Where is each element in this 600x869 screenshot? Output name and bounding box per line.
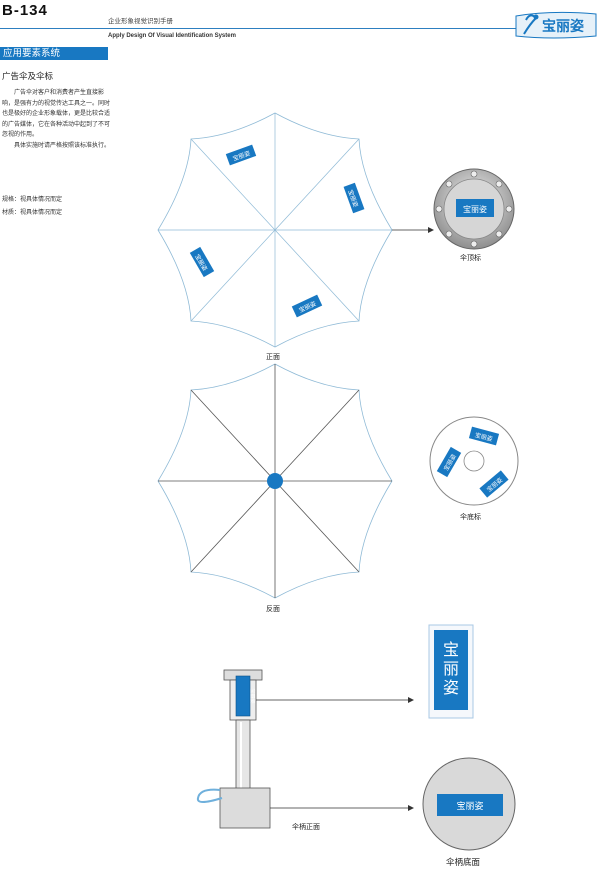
handle-bottom-badge: 宝丽姿 <box>422 757 516 851</box>
brand-logo-text: 宝丽姿 <box>542 18 585 35</box>
header-rule <box>0 28 520 29</box>
svg-text:宝丽姿: 宝丽姿 <box>456 800 483 812</box>
section-title: 应用要素系统 <box>0 47 108 60</box>
svg-text:丽: 丽 <box>443 659 459 678</box>
umbrella-handle: 宝丽姿 <box>196 669 271 829</box>
handle-label: 宝 丽 姿 <box>428 624 474 719</box>
caption-front: 正面 <box>266 353 280 361</box>
caption-back: 反面 <box>266 605 280 613</box>
section-subtitle: 广告伞及伞标 <box>2 72 54 82</box>
brand-logo: 宝丽姿 <box>512 8 598 42</box>
umbrella-top-badge: 宝丽姿 <box>433 168 515 250</box>
umbrella-back <box>157 363 393 599</box>
section-description: 广告伞对客户和消费者产生直接影响，是强有力的视觉传达工具之一。同时也是极好的企业… <box>2 88 112 151</box>
umbrella-bottom-badge <box>429 416 519 506</box>
caption-top-label: 伞顶标 <box>460 254 481 262</box>
caption-handle-bottom: 伞柄底面 <box>446 858 481 868</box>
svg-text:姿: 姿 <box>443 678 459 697</box>
svg-text:宝丽姿: 宝丽姿 <box>463 204 487 214</box>
caption-handle-front: 伞柄正面 <box>292 823 320 831</box>
caption-bottom-label: 伞底标 <box>460 513 481 521</box>
manual-title-cn: 企业形象视觉识别手册 <box>108 17 173 25</box>
umbrella-front <box>157 112 393 348</box>
manual-title-en: Apply Design Of Visual Identification Sy… <box>108 33 236 39</box>
spec-material: 材质：视具体情况而定 <box>2 209 63 216</box>
spec-size: 规格：视具体情况而定 <box>2 196 63 203</box>
description-paragraph: 具体实施时请严格按照该标准执行。 <box>14 141 111 149</box>
page-code: B-134 <box>2 2 48 19</box>
svg-text:宝: 宝 <box>443 640 459 659</box>
svg-text:宝丽姿: 宝丽姿 <box>249 688 256 703</box>
description-paragraph: 广告伞对客户和消费者产生直接影响，是强有力的视觉传达工具之一。同时也是极好的企业… <box>2 89 111 138</box>
